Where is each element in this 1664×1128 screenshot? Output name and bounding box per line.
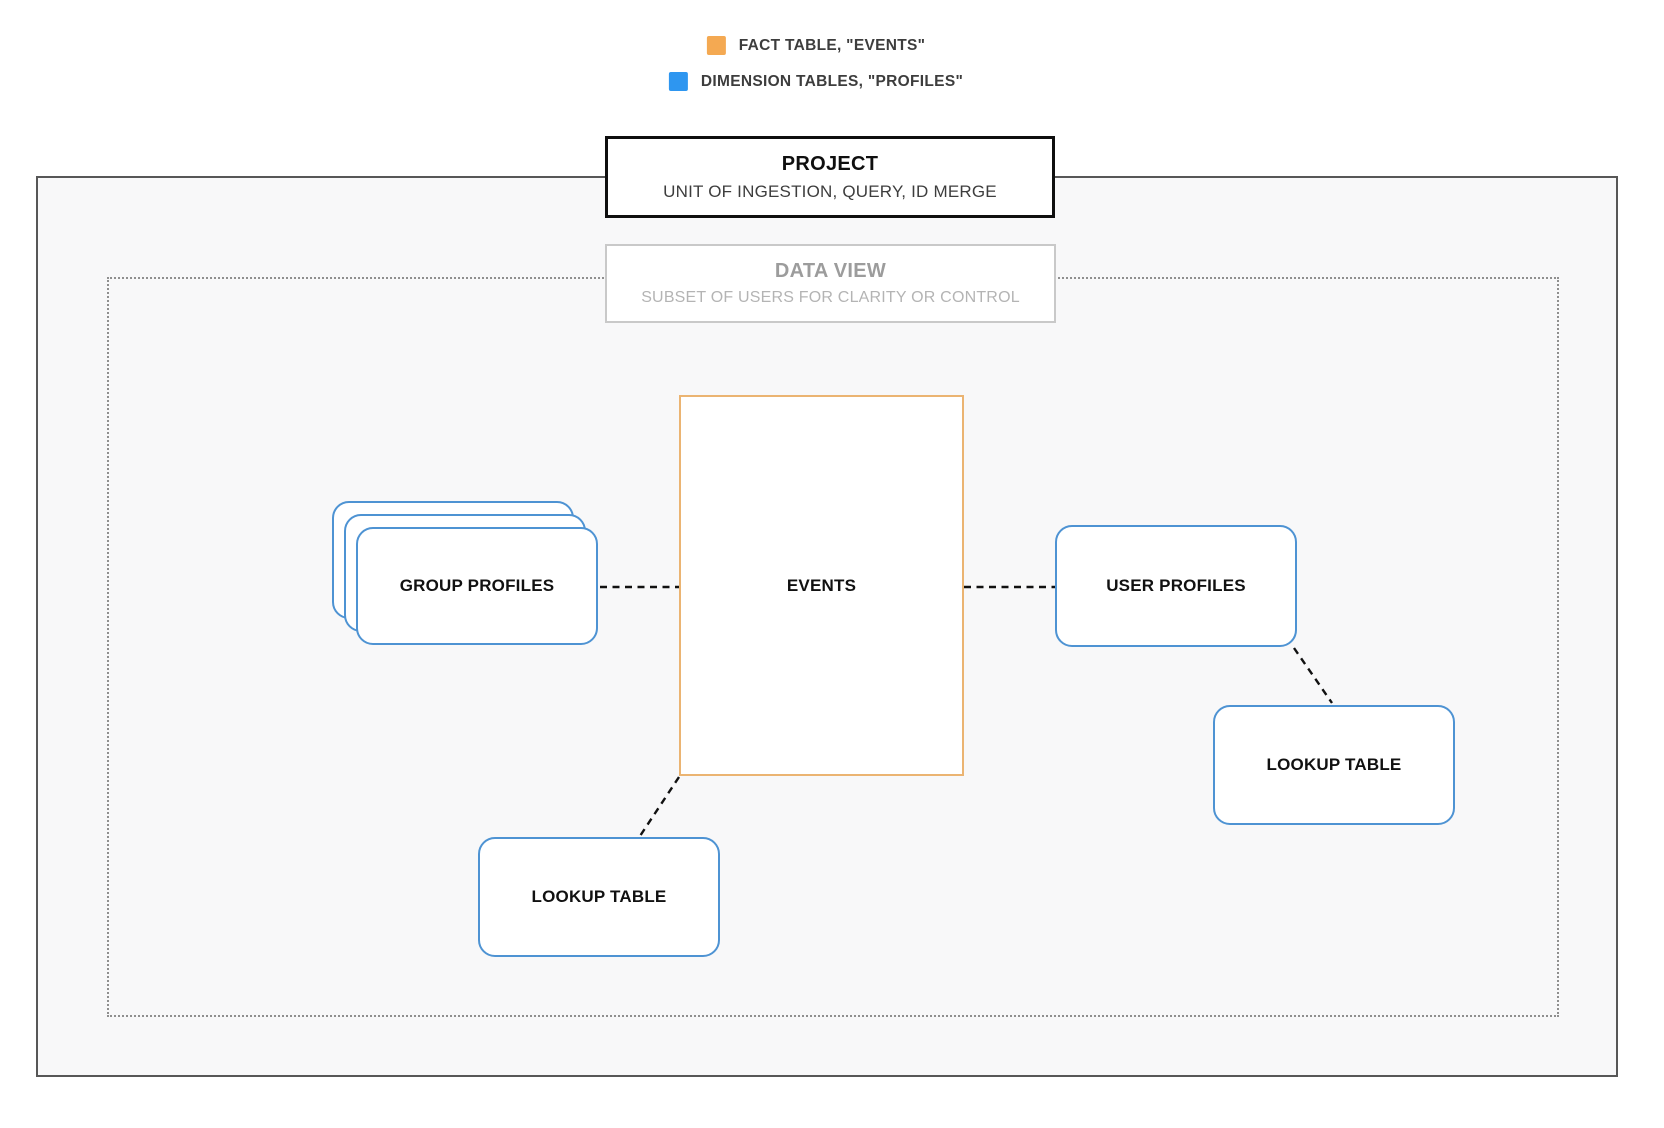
data-view-subtitle: SUBSET OF USERS FOR CLARITY OR CONTROL bbox=[641, 289, 1020, 306]
group-profiles-label: GROUP PROFILES bbox=[399, 576, 555, 595]
lookup-table-bottom-label: LOOKUP TABLE bbox=[531, 887, 667, 906]
node-group-profiles: GROUP PROFILES bbox=[356, 527, 598, 645]
lookup-table-right-label: LOOKUP TABLE bbox=[1266, 755, 1402, 774]
legend-item-fact-table: FACT TABLE, "EVENTS" bbox=[706, 36, 926, 55]
data-view-header-box: DATA VIEW SUBSET OF USERS FOR CLARITY OR… bbox=[605, 244, 1056, 323]
node-lookup-table-right: LOOKUP TABLE bbox=[1213, 705, 1455, 825]
fact-table-swatch-icon bbox=[706, 36, 726, 55]
project-title: PROJECT bbox=[781, 152, 879, 175]
project-subtitle: UNIT OF INGESTION, QUERY, ID MERGE bbox=[663, 181, 997, 201]
legend-item-dimension-tables: DIMENSION TABLES, "PROFILES" bbox=[668, 72, 964, 91]
legend: FACT TABLE, "EVENTS" DIMENSION TABLES, "… bbox=[668, 36, 964, 91]
data-view-title: DATA VIEW bbox=[774, 260, 887, 282]
events-label: EVENTS bbox=[786, 575, 857, 595]
project-header-box: PROJECT UNIT OF INGESTION, QUERY, ID MER… bbox=[605, 136, 1055, 218]
node-user-profiles: USER PROFILES bbox=[1055, 525, 1297, 647]
user-profiles-label: USER PROFILES bbox=[1106, 576, 1246, 595]
legend-label-dimension-tables: DIMENSION TABLES, "PROFILES" bbox=[700, 72, 964, 90]
node-lookup-table-bottom: LOOKUP TABLE bbox=[478, 837, 720, 957]
node-events: EVENTS bbox=[679, 395, 964, 776]
dimension-tables-swatch-icon bbox=[668, 72, 688, 91]
legend-label-fact-table: FACT TABLE, "EVENTS" bbox=[738, 36, 926, 54]
